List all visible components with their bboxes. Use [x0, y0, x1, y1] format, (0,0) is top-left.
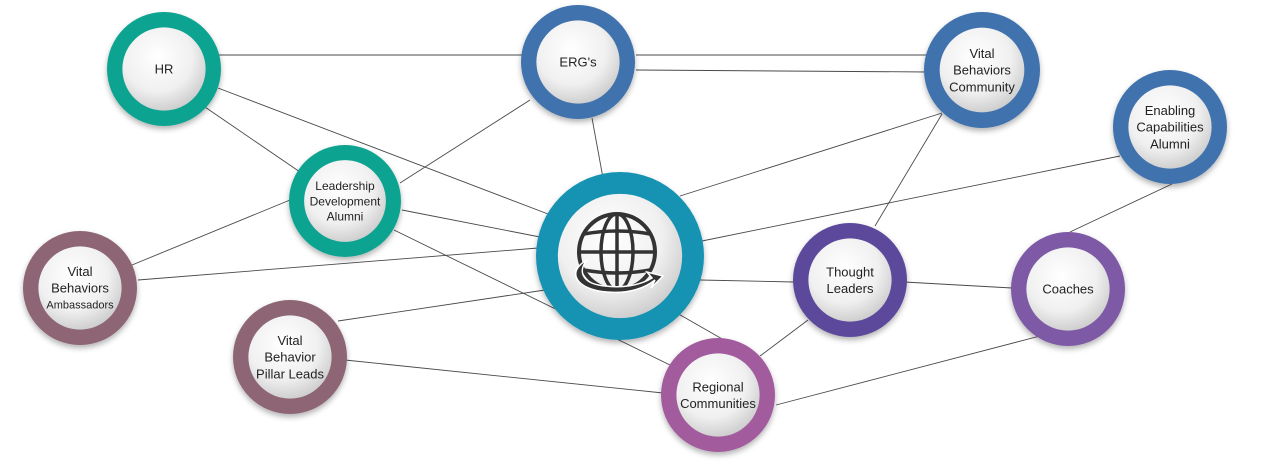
connection-line — [401, 209, 541, 238]
node-label: Capabilities — [1136, 120, 1204, 135]
connection-line — [874, 113, 943, 227]
central-hub-node — [536, 172, 704, 340]
connection-line — [679, 112, 943, 197]
connection-line — [903, 281, 1013, 289]
connection-line — [775, 335, 1041, 406]
node-label: Vital — [277, 333, 302, 348]
node-label: Behaviors — [953, 63, 1011, 78]
connection-line — [699, 279, 795, 283]
connection-line — [701, 155, 1121, 242]
connection-line — [759, 319, 809, 357]
connection-line — [201, 104, 301, 173]
connection-line — [674, 311, 725, 341]
connection-line — [131, 199, 291, 266]
connection-line — [337, 289, 546, 322]
node-label: Enabling — [1145, 103, 1196, 118]
node-ergs[interactable]: ERG's — [521, 5, 635, 119]
node-label: Vital — [67, 264, 92, 279]
node-label: Community — [949, 79, 1015, 94]
node-inner-disc — [248, 315, 332, 399]
node-label: Development — [310, 194, 381, 208]
connection-line — [217, 87, 549, 215]
connection-line — [393, 229, 673, 367]
connection-line — [591, 117, 604, 179]
node-inner-disc — [122, 27, 206, 111]
node-inner-disc — [939, 27, 1025, 113]
node-coaches[interactable]: Coaches — [1011, 232, 1125, 346]
node-label: Thought — [826, 264, 874, 279]
node-inner-disc — [304, 160, 386, 242]
connection-line — [635, 69, 929, 73]
node-inner-disc — [1026, 247, 1110, 331]
connection-line — [137, 247, 539, 281]
node-label: Behaviors — [51, 281, 109, 296]
node-label: Alumni — [327, 210, 364, 224]
node-label: ERG's — [559, 55, 597, 70]
connection-line — [1069, 183, 1173, 233]
node-label: Vital — [969, 46, 994, 61]
node-inner-disc — [676, 353, 760, 437]
node-label: Behavior — [264, 350, 316, 365]
node-inner-disc — [808, 238, 892, 322]
connection-lines — [131, 54, 1173, 406]
node-label: Pillar Leads — [256, 366, 324, 381]
node-hr[interactable]: HR — [107, 12, 221, 126]
node-inner-disc — [1128, 85, 1212, 169]
connection-line — [399, 99, 531, 184]
node-label: Ambassadors — [46, 300, 114, 312]
node-label: Communities — [680, 396, 756, 411]
node-inner-disc — [536, 20, 620, 104]
node-inner-disc — [38, 246, 122, 330]
node-label: Leaders — [827, 281, 874, 296]
connection-line — [344, 359, 664, 394]
node-label: Coaches — [1042, 282, 1094, 297]
node-label: Alumni — [1150, 136, 1190, 151]
node-label: Regional — [692, 379, 743, 394]
node-label: HR — [155, 62, 174, 77]
globe-icon — [574, 212, 665, 294]
node-label: Leadership — [315, 179, 375, 193]
